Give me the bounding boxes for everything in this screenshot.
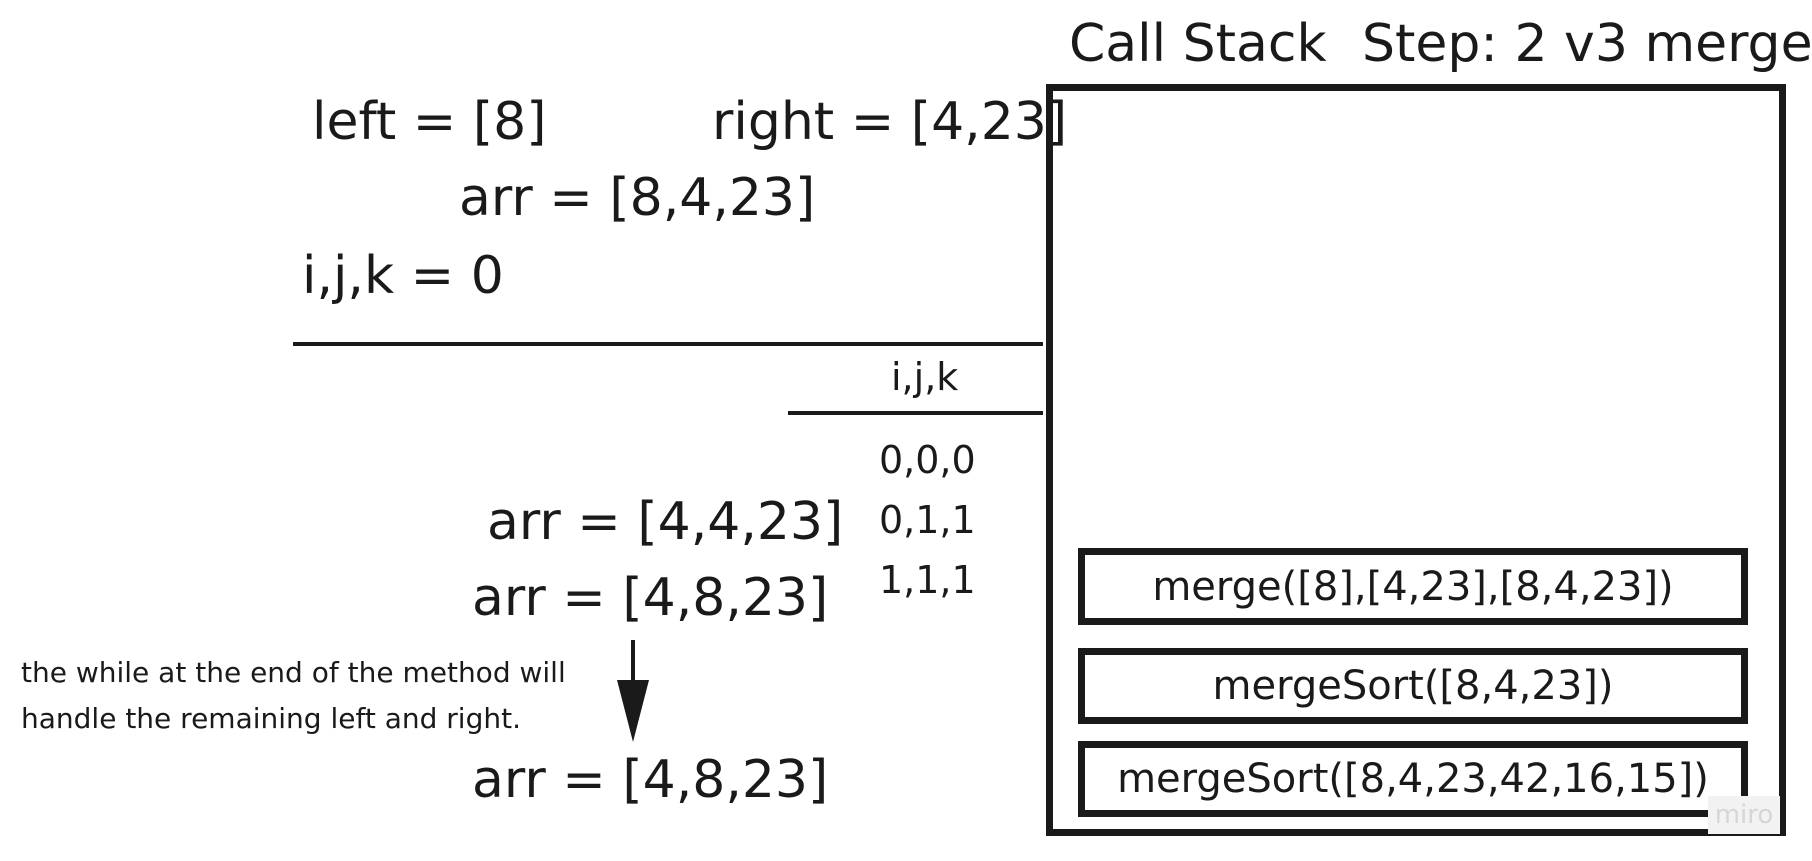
step-label: Step: 2 v3 merge bbox=[1362, 14, 1812, 74]
down-arrow-shaft bbox=[631, 640, 635, 685]
call-stack-box bbox=[1046, 84, 1786, 836]
arr-final: arr = [4,8,23] bbox=[472, 750, 829, 810]
note-line: the while at the end of the method will bbox=[21, 656, 566, 689]
left-array: left = [8] bbox=[312, 92, 547, 152]
index-row: 0,0,0 bbox=[879, 438, 976, 482]
miro-watermark: miro bbox=[1708, 796, 1780, 834]
call-stack-frame: mergeSort([8,4,23]) bbox=[1078, 648, 1748, 724]
indices-init: i,j,k = 0 bbox=[302, 246, 504, 306]
call-stack-frame: merge([8],[4,23],[8,4,23]) bbox=[1078, 548, 1748, 625]
right-array: right = [4,23] bbox=[712, 92, 1068, 152]
arr-initial: arr = [8,4,23] bbox=[459, 168, 816, 228]
index-column-header: i,j,k bbox=[891, 355, 959, 399]
arr-step: arr = [4,8,23] bbox=[472, 568, 829, 628]
down-arrow-icon bbox=[617, 680, 649, 742]
arr-step: arr = [4,4,23] bbox=[487, 492, 844, 552]
note-line: handle the remaining left and right. bbox=[21, 702, 521, 735]
divider-line-top bbox=[293, 342, 1043, 346]
index-row: 1,1,1 bbox=[879, 558, 976, 602]
call-stack-title: Call Stack bbox=[1069, 14, 1327, 74]
divider-line-index bbox=[788, 411, 1043, 415]
call-stack-frame: mergeSort([8,4,23,42,16,15]) bbox=[1078, 741, 1748, 817]
index-row: 0,1,1 bbox=[879, 498, 976, 542]
